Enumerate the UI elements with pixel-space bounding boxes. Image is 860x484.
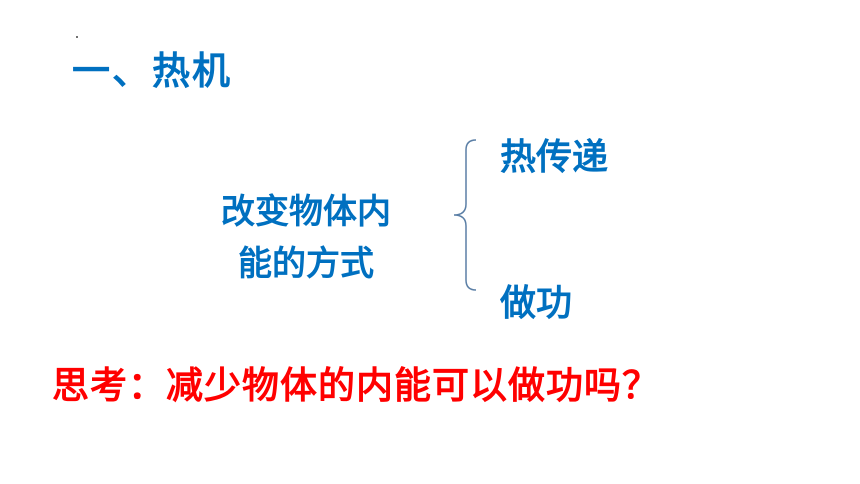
curly-brace-icon [453,139,477,291]
slide-title: 一、热机 [72,49,233,93]
branch-doing-work: 做功 [500,283,573,324]
branch-heat-transfer: 热传递 [500,137,609,178]
stray-dot [76,36,78,38]
concept-line-2: 能的方式 [238,244,374,284]
concept-label: 改变物体内 能的方式 [186,186,426,290]
concept-line-1: 改变物体内 [221,192,391,232]
question-text: 思考：减少物体的内能可以做功吗？ [52,364,660,407]
